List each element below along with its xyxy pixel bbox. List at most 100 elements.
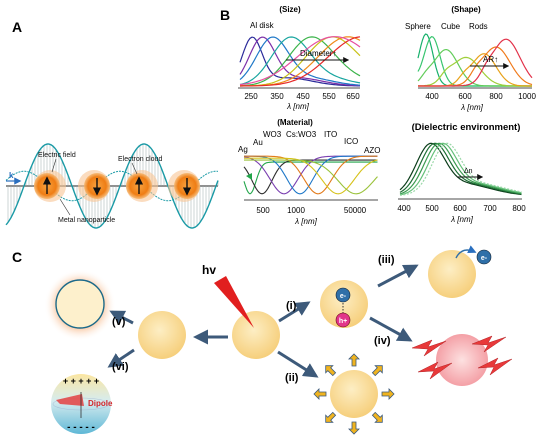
- material-title: (Material): [277, 118, 313, 127]
- hole-icon: [335, 312, 351, 328]
- electron-cloud-label: Electron cloud: [118, 156, 162, 163]
- dielectric-subplot: (Dielectric environment) Δn 400 500 600 …: [397, 122, 526, 224]
- light-beam-icon: [214, 276, 254, 328]
- shape-subplot: (Shape) Sphere Cube Rods AR↑ 400 600 800…: [405, 5, 536, 112]
- material-tick: 500: [256, 206, 270, 215]
- size-subplot: (Size) Al disk Diameter↑ 250 350 450 550…: [238, 5, 361, 111]
- spectrum-curve: [418, 56, 532, 87]
- label-ii: (ii): [285, 372, 299, 384]
- rods-label: Rods: [469, 22, 488, 31]
- k-label: k: [9, 171, 14, 180]
- plasmon-nanoparticle: [138, 311, 186, 359]
- spectrum-curve: [239, 36, 360, 87]
- dielectric-tick: 600: [453, 204, 467, 213]
- material-spectra: [243, 155, 378, 195]
- electron-icon: [335, 287, 351, 303]
- al-disk-label: Al disk: [250, 21, 275, 30]
- emission-arrow-icon: [381, 388, 395, 400]
- spectrum-curve: [244, 155, 378, 195]
- shape-ticks: 400 600 800 1000: [425, 92, 536, 101]
- hole-label: h+: [339, 318, 347, 325]
- panel-c-diagram: hv (v) (vi) + + + + + - - - - - Dipole (…: [44, 245, 513, 435]
- negative-charges: - - - - -: [67, 422, 95, 433]
- label-iii: (iii): [378, 254, 395, 266]
- electric-field-label: Electric field: [38, 152, 76, 159]
- material-label-cswo3: Cs:WO3: [286, 130, 317, 139]
- shape-tick: 1000: [518, 92, 536, 101]
- ar-label: AR↑: [483, 55, 498, 64]
- arrow-ii: [277, 350, 319, 378]
- material-subplot: (Material) Ag Au WO3 Cs:WO3 ITO ICO AZO …: [238, 118, 380, 226]
- shape-spectra: [417, 33, 533, 87]
- panel-b-label: B: [220, 7, 230, 23]
- spectrum-curve: [244, 155, 378, 195]
- size-tick: 650: [346, 92, 360, 101]
- electron-label: e-: [340, 293, 347, 300]
- shape-tick: 400: [425, 92, 439, 101]
- material-label-ag: Ag: [238, 145, 248, 154]
- sphere-label: Sphere: [405, 22, 431, 31]
- size-ticks: 250 350 450 550 650: [244, 92, 360, 101]
- dielectric-xlabel: λ [nm]: [450, 215, 473, 224]
- spectrum-curve: [239, 36, 361, 86]
- material-label-azo: AZO: [364, 146, 380, 155]
- label-vi: (vi): [112, 361, 129, 373]
- nanoparticle-3: [126, 170, 158, 202]
- emitting-nanoparticle: [330, 370, 378, 418]
- label-i: (i): [286, 300, 297, 312]
- panel-a-label: A: [12, 19, 22, 35]
- material-tick: 50000: [344, 206, 367, 215]
- ejected-electron-label: e-: [481, 255, 488, 262]
- shape-title: (Shape): [451, 5, 481, 14]
- cube-label: Cube: [441, 22, 461, 31]
- emission-arrow-icon: [348, 353, 360, 367]
- emission-arrow-icon: [325, 365, 337, 377]
- heat-lightning-icons: [411, 335, 513, 380]
- arrow-iii: [377, 264, 419, 288]
- central-nanoparticle: [232, 311, 280, 359]
- emission-arrow-icon: [325, 411, 337, 423]
- electric-field-wave: [5, 143, 219, 229]
- spectrum-curve: [239, 36, 361, 86]
- charge-separation-nanoparticle: [320, 280, 368, 328]
- electron-transfer-nanoparticle: [428, 250, 476, 298]
- heating-nanoparticle: [436, 334, 488, 386]
- spectrum-curve: [399, 142, 522, 195]
- material-label-au: Au: [253, 138, 263, 147]
- lightning-icon: [477, 357, 513, 376]
- spectrum-curve: [418, 38, 533, 87]
- arrow-v: [109, 310, 134, 325]
- material-label-ito: ITO: [324, 130, 337, 139]
- nanoparticle-2: [78, 170, 110, 202]
- emission-arrow-icon: [371, 411, 383, 423]
- hv-label: hv: [202, 263, 216, 277]
- diameter-label: Diameter↑: [300, 49, 336, 58]
- arrow-vi: [107, 348, 135, 368]
- label-v: (v): [112, 316, 126, 328]
- size-tick: 250: [244, 92, 258, 101]
- material-ticks: 500 1000 50000: [256, 206, 366, 215]
- metal-nanoparticle-label: Metal nanoparticle: [58, 217, 115, 224]
- delta-n-label: Δn: [464, 168, 473, 175]
- dielectric-title: (Dielectric environment): [412, 122, 521, 133]
- dielectric-tick: 500: [425, 204, 439, 213]
- size-tick: 450: [296, 92, 310, 101]
- label-iv: (iv): [374, 335, 391, 347]
- arrow-i: [278, 301, 311, 323]
- spectrum-curve: [239, 36, 361, 87]
- spectrum-curve: [399, 142, 522, 196]
- material-xlabel: λ [nm]: [294, 217, 317, 226]
- size-xlabel: λ [nm]: [286, 102, 309, 111]
- dielectric-tick: 800: [512, 204, 526, 213]
- spectrum-curve: [399, 142, 522, 195]
- size-title: (Size): [279, 5, 301, 14]
- dipole-label: Dipole: [88, 399, 113, 408]
- emission-arrow-icon: [313, 388, 327, 400]
- dielectric-tick: 700: [483, 204, 497, 213]
- material-label-ico: ICO: [344, 137, 358, 146]
- spectrum-curve: [399, 142, 522, 196]
- size-spectra: [239, 36, 361, 87]
- dielectric-spectra: [399, 142, 522, 196]
- ejection-arrow: [455, 245, 477, 259]
- shape-tick: 800: [489, 92, 503, 101]
